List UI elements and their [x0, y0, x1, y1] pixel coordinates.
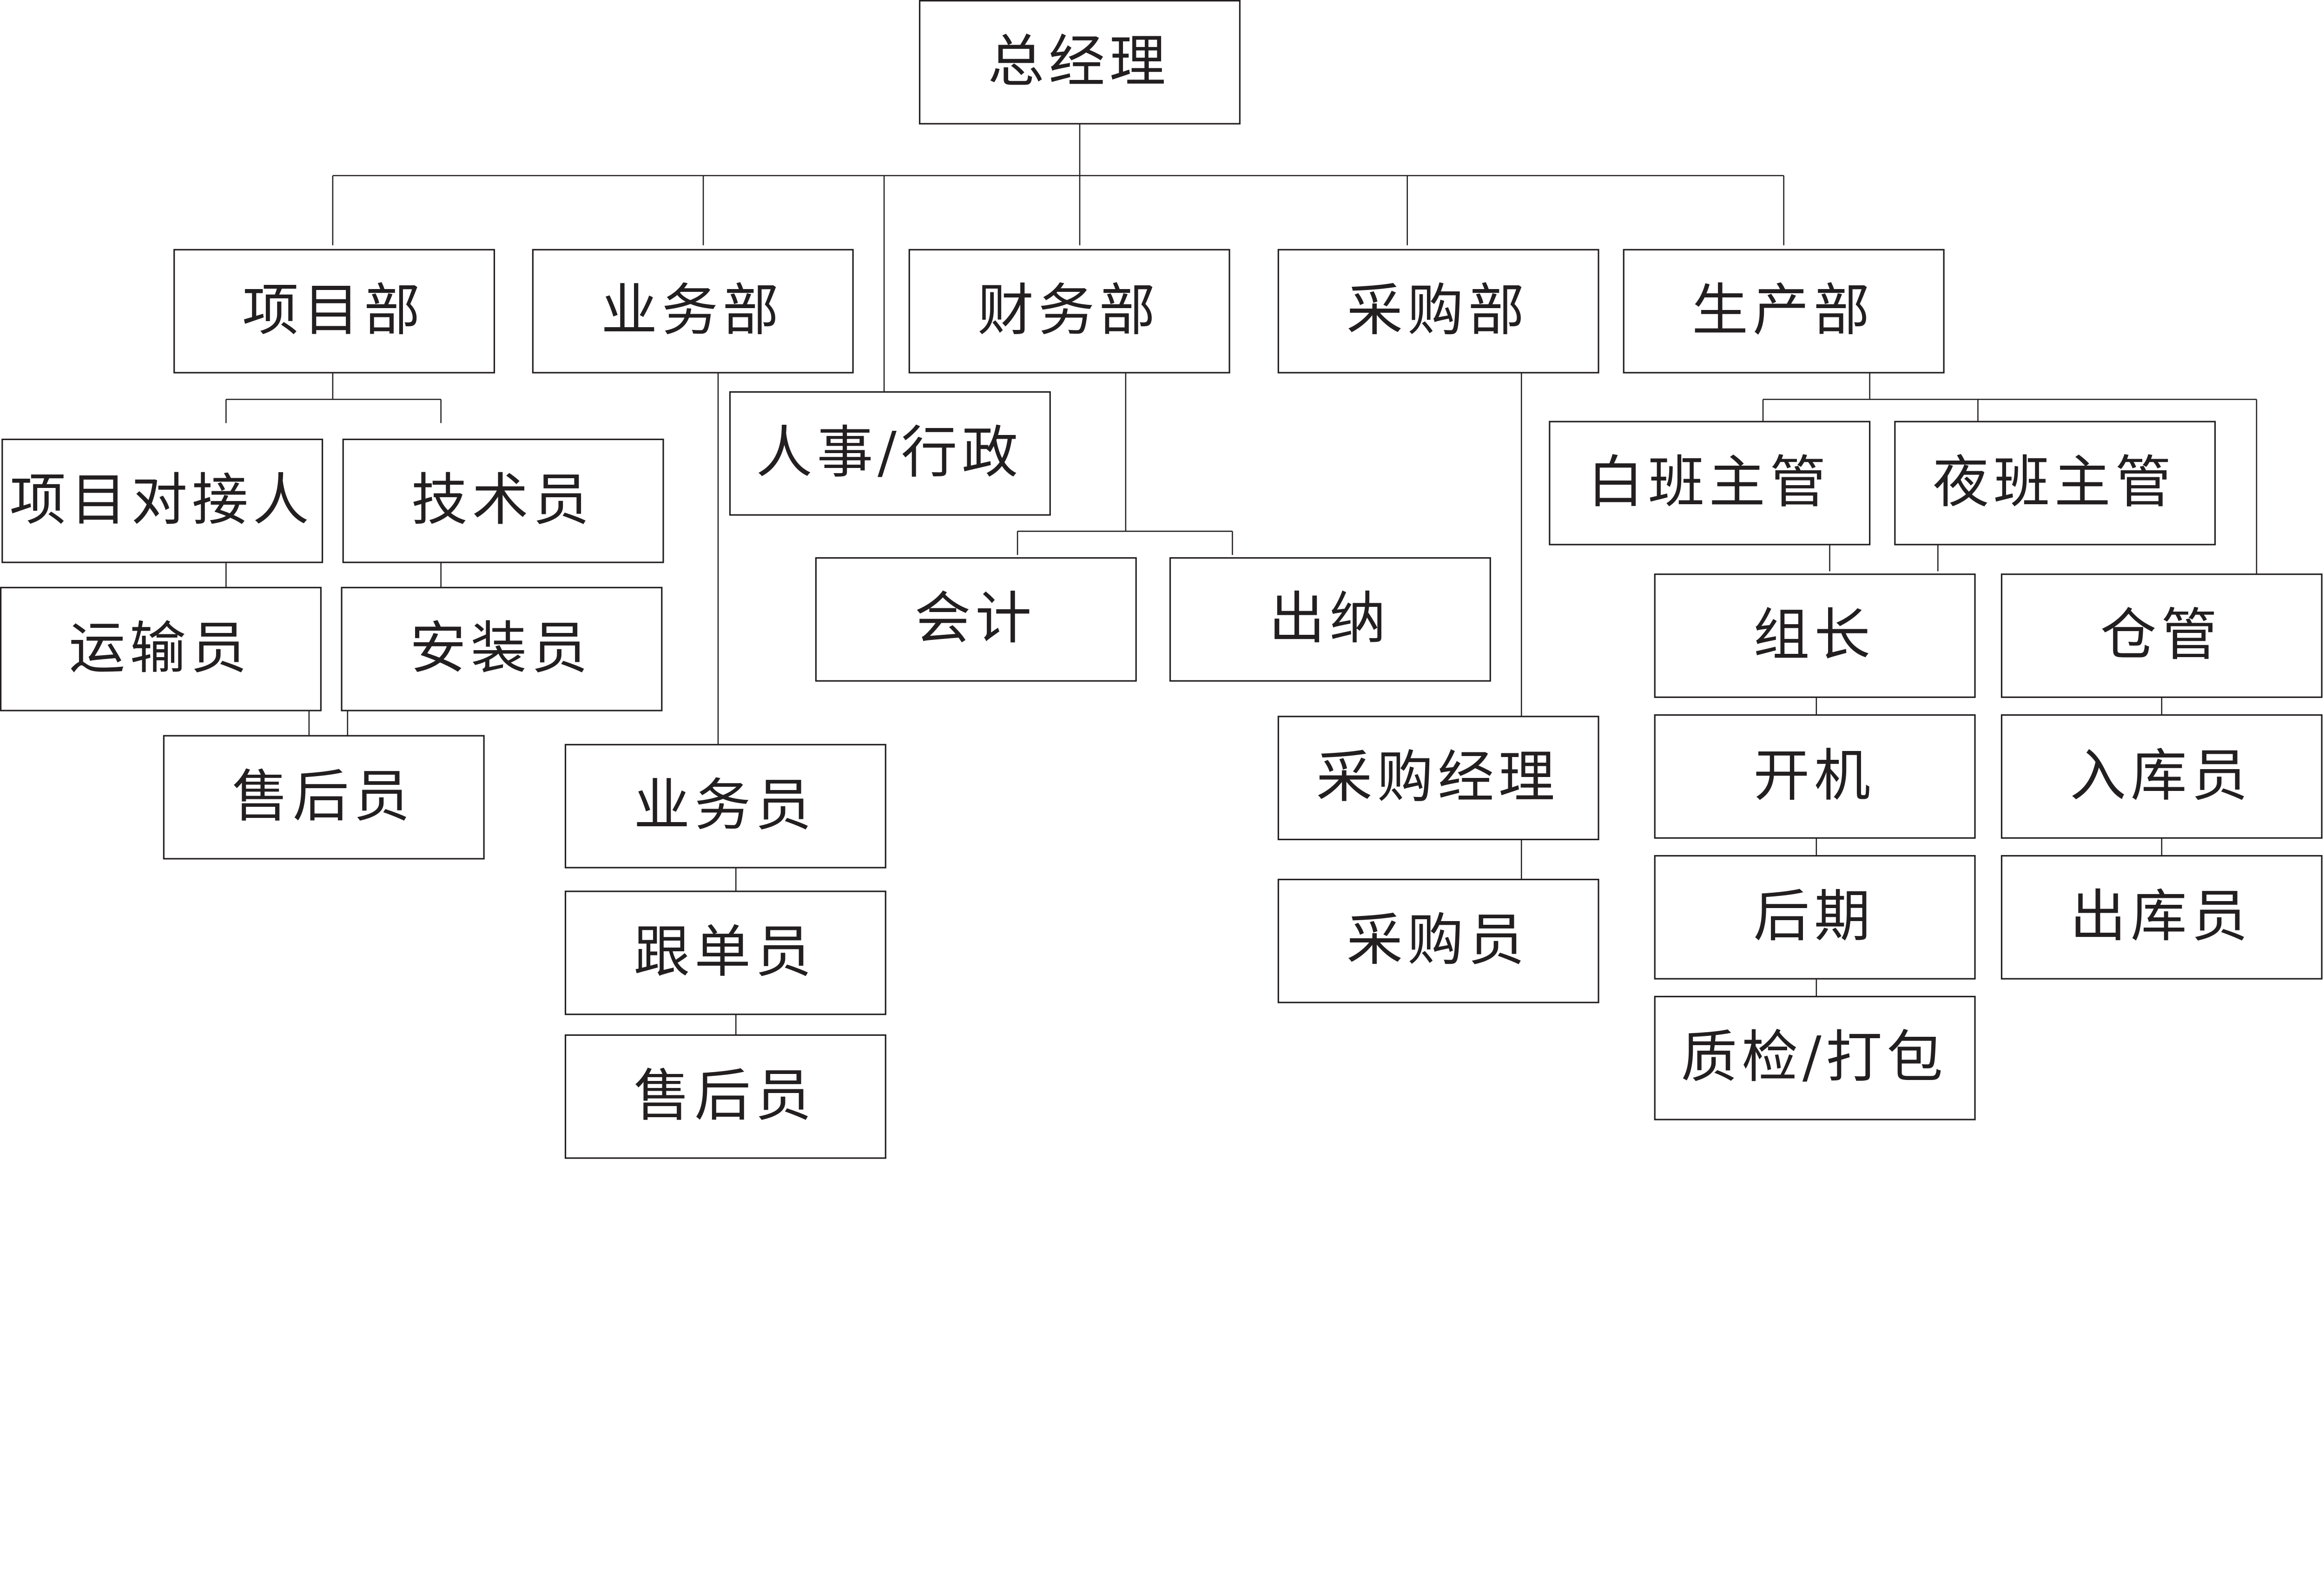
node-purchase-dept: 采购部 — [1277, 249, 1599, 374]
node-cashier: 出纳 — [1169, 557, 1491, 682]
node-box — [564, 890, 886, 1015]
node-label: 总经理 — [988, 29, 1170, 94]
node-label: 质检/打包 — [1681, 1025, 1947, 1090]
node-label: 业务部 — [601, 277, 783, 343]
node-label: 采购员 — [1347, 908, 1529, 973]
node-box — [1654, 855, 1976, 980]
node-box — [1654, 714, 1976, 839]
node-label: 会计 — [914, 586, 1036, 652]
node-label: 白班主管 — [1587, 449, 1830, 515]
node-label: 跟单员 — [634, 919, 816, 985]
node-box — [163, 735, 485, 860]
node-installer: 安装员 — [341, 586, 663, 711]
node-project-dept: 项目部 — [173, 249, 495, 374]
node-label: 开机 — [1753, 743, 1875, 809]
node-box — [2000, 714, 2323, 839]
node-box — [341, 586, 663, 711]
node-gm: 总经理 — [919, 0, 1241, 125]
node-box — [729, 391, 1051, 516]
node-box — [564, 1034, 886, 1159]
connector-lines — [225, 124, 2258, 1035]
node-box — [1549, 421, 1871, 546]
node-night-supervisor: 夜班主管 — [1894, 421, 2216, 546]
node-shipping-clerk: 出库员 — [2000, 855, 2323, 980]
node-box — [1654, 573, 1976, 698]
node-production-dept: 生产部 — [1623, 249, 1945, 374]
node-box — [1, 438, 324, 563]
node-technician: 技术员 — [342, 438, 664, 563]
node-qc-packing: 质检/打包 — [1654, 995, 1976, 1120]
node-box — [1277, 878, 1599, 1003]
node-label: 采购部 — [1347, 277, 1529, 343]
node-box — [0, 586, 322, 711]
node-box — [1169, 557, 1491, 682]
node-day-supervisor: 白班主管 — [1549, 421, 1871, 546]
node-label: 出库员 — [2070, 884, 2252, 949]
node-label: 后期 — [1753, 884, 1875, 949]
node-label: 出纳 — [1269, 586, 1390, 652]
node-box — [1654, 995, 1976, 1120]
node-box — [532, 249, 854, 374]
node-project-liaison: 项目对接人 — [1, 438, 324, 563]
node-label: 入库员 — [2070, 743, 2252, 809]
node-box — [815, 557, 1137, 682]
node-purchase-manager: 采购经理 — [1277, 716, 1599, 841]
node-label: 财务部 — [977, 277, 1160, 343]
node-label: 技术员 — [411, 468, 594, 533]
node-box — [2000, 855, 2323, 980]
node-merchandiser: 跟单员 — [564, 890, 886, 1015]
node-label: 夜班主管 — [1933, 449, 2176, 515]
node-box — [919, 0, 1241, 125]
node-box — [1894, 421, 2216, 546]
node-after-sales-project: 售后员 — [163, 735, 485, 860]
node-label: 项目对接人 — [10, 468, 314, 533]
node-label: 安装员 — [410, 616, 592, 681]
node-label: 项目部 — [242, 277, 424, 343]
node-purchaser: 采购员 — [1277, 878, 1599, 1003]
node-label: 人事/行政 — [756, 420, 1023, 486]
node-after-sales-business: 售后员 — [564, 1034, 886, 1159]
node-box — [173, 249, 495, 374]
node-box — [2000, 573, 2323, 698]
node-finance-dept: 财务部 — [908, 249, 1230, 374]
node-salesperson: 业务员 — [564, 744, 886, 869]
node-receiving-clerk: 入库员 — [2000, 714, 2323, 839]
node-label: 生产部 — [1692, 277, 1874, 343]
node-box — [1623, 249, 1945, 374]
node-box — [342, 438, 664, 563]
node-label: 组长 — [1753, 602, 1875, 668]
node-box — [1277, 716, 1599, 841]
node-label: 运输员 — [69, 616, 251, 681]
node-hr-admin: 人事/行政 — [729, 391, 1051, 516]
node-transporter: 运输员 — [0, 586, 322, 711]
node-team-leader: 组长 — [1654, 573, 1976, 698]
node-label: 业务员 — [634, 773, 816, 838]
node-warehouse-keeper: 仓管 — [2000, 573, 2323, 698]
node-label: 售后员 — [232, 764, 414, 829]
node-machine-operator: 开机 — [1654, 714, 1976, 839]
node-label: 售后员 — [634, 1063, 816, 1129]
node-label: 采购经理 — [1316, 744, 1559, 810]
node-box — [564, 744, 886, 869]
node-box — [1277, 249, 1599, 374]
node-post-processing: 后期 — [1654, 855, 1976, 980]
node-label: 仓管 — [2100, 602, 2221, 668]
node-business-dept: 业务部 — [532, 249, 854, 374]
node-box — [908, 249, 1230, 374]
node-accountant: 会计 — [815, 557, 1137, 682]
